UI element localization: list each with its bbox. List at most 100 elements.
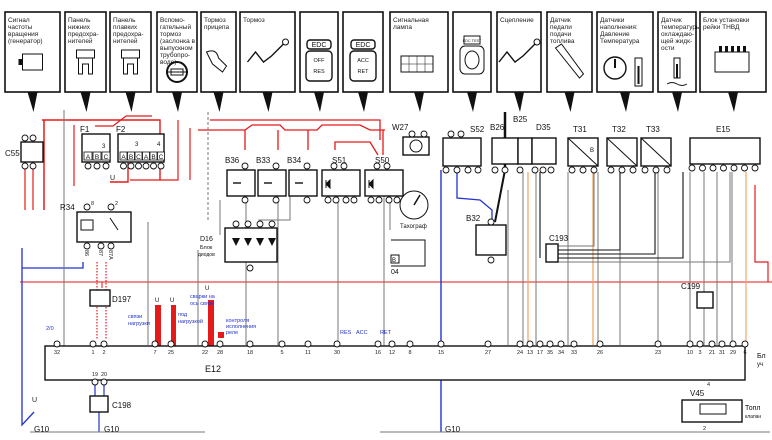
e12-pin xyxy=(526,340,534,348)
panel-caption: воде) xyxy=(160,59,176,66)
alt-shaft xyxy=(18,59,23,65)
e12-bottom-pin xyxy=(100,378,108,386)
blue-wire xyxy=(456,170,493,222)
r34-pin xyxy=(83,203,91,211)
g10-ground-label: G10 xyxy=(104,425,120,434)
blue-wire xyxy=(21,248,35,427)
fuse-terminal-letter: A xyxy=(121,154,126,161)
lever-hand xyxy=(205,50,228,73)
panel-caption: Сцепление xyxy=(500,17,534,24)
panel-pointer xyxy=(27,92,38,112)
thermo-tube xyxy=(634,57,643,87)
gauge-dial xyxy=(603,56,627,80)
icon-panels-row: Сигналчастотывращения(генератор)Панельни… xyxy=(4,11,767,112)
panel-frame xyxy=(342,11,384,93)
tachograph-icon xyxy=(399,190,429,220)
annotation-note: нагрузкой xyxy=(178,318,203,325)
w27-pin xyxy=(420,130,428,138)
d16-pin xyxy=(268,220,276,228)
coolant-thermometer-icon xyxy=(666,57,688,86)
accel-plate xyxy=(554,43,585,79)
switch-pin xyxy=(385,196,393,204)
b32-label: B32 xyxy=(466,214,481,223)
e12-pin-number: 29 xyxy=(730,350,736,356)
c199-label: C199 xyxy=(681,282,701,291)
panel-p-edc-test: EDC TEST xyxy=(452,11,492,112)
panel-caption: нителей xyxy=(113,37,138,45)
b26-label: B26 xyxy=(490,123,505,132)
lamp-icon xyxy=(409,139,423,153)
fuse-number: 3 xyxy=(135,142,139,148)
sensor-pin xyxy=(663,166,671,174)
b36-switch xyxy=(226,169,256,197)
s52-pin xyxy=(474,166,482,174)
e12-pin-number: 22 xyxy=(202,350,208,356)
e12-pin xyxy=(201,340,209,348)
panel-pointer xyxy=(262,92,273,112)
panel-caption: Вспомо- xyxy=(160,17,185,24)
panel-caption: топлива xyxy=(550,38,575,45)
sensor-pin xyxy=(607,166,615,174)
lock-switch-icon xyxy=(368,178,374,190)
pin xyxy=(539,166,547,174)
b25-switch xyxy=(517,137,533,165)
e12-pin xyxy=(484,340,492,348)
f1-label: F1 xyxy=(80,125,90,134)
v45-pin: 4 xyxy=(707,382,710,388)
fuse-legs xyxy=(123,58,138,75)
panel-frame xyxy=(452,11,492,93)
panel-caption: тормоз xyxy=(160,31,181,38)
fuse-icon xyxy=(121,49,140,75)
panel-caption: педали xyxy=(550,24,572,31)
d04-frame xyxy=(391,239,426,267)
e12-pin xyxy=(406,340,414,348)
valve-coil xyxy=(699,403,727,415)
e12-pin xyxy=(333,340,341,348)
e12-pin xyxy=(596,340,604,348)
tachograph-label: Тахограф xyxy=(400,224,427,230)
panel-pointer xyxy=(672,92,682,112)
r34-pin-number: 87A xyxy=(107,250,113,260)
e12-pin-number: 33 xyxy=(571,350,577,356)
w27-label: W27 xyxy=(392,123,409,132)
fuse-terminal xyxy=(149,151,158,161)
fuse-terminal xyxy=(92,151,102,161)
b25-label: B25 xyxy=(513,115,528,124)
panel-pointer xyxy=(414,92,424,112)
relay-contact xyxy=(109,217,119,231)
d16-pin xyxy=(256,220,264,228)
u-connector-label: U xyxy=(110,175,115,182)
panel-pointer xyxy=(213,92,224,112)
e12-pin-number: 18 xyxy=(247,350,253,356)
e12-bottom-pin xyxy=(91,378,99,386)
panel-pointer xyxy=(80,92,91,112)
injection-pump-icon xyxy=(714,46,750,73)
panel-caption: Панель xyxy=(68,17,91,24)
e12-pin-number: 30 xyxy=(334,350,340,356)
r34-pin-number: 87 xyxy=(97,250,103,256)
fuse-pin xyxy=(84,162,92,170)
d16-label: D16 xyxy=(200,236,213,243)
red-wire xyxy=(130,120,179,181)
pin xyxy=(501,166,509,174)
wires xyxy=(20,110,772,433)
sensor-pin xyxy=(629,166,637,174)
e12-pin-number: 11 xyxy=(305,350,311,356)
sensor-pin xyxy=(652,166,660,174)
fuse-legs xyxy=(78,58,93,75)
switch-pin xyxy=(342,196,350,204)
e12-pin-number: 31 xyxy=(719,350,725,356)
switch-pin xyxy=(350,196,358,204)
r34-pin xyxy=(107,242,115,250)
c55-pin xyxy=(29,134,37,142)
fuse-terminal-letter: A xyxy=(144,154,149,161)
s51-label: S51 xyxy=(332,156,347,165)
